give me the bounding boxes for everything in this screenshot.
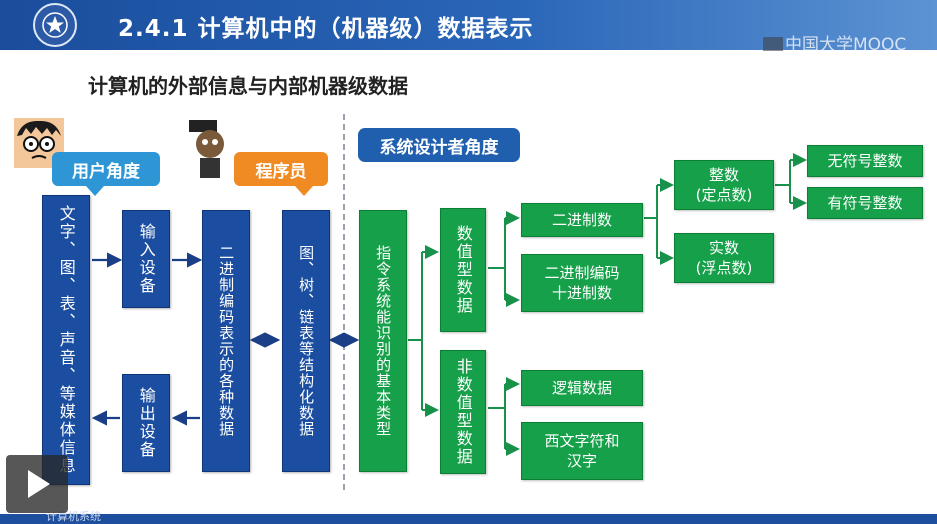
bottom-caption: 计算机系统: [46, 510, 101, 523]
header-bar: 2.4.1 计算机中的（机器级）数据表示 中国大学MOOC: [0, 0, 937, 55]
real-number-label-line2: (浮点数): [695, 259, 753, 277]
input-device-label: 输入设备: [136, 223, 156, 295]
programmer-avatar-icon: [186, 118, 234, 180]
watermark-text: 中国大学MOOC: [785, 35, 907, 55]
integer-label-line1: 整数: [708, 165, 739, 184]
non-numeric-data-box: 非数值型数据: [440, 350, 486, 474]
programmer-perspective-tag: 程序员: [234, 152, 328, 186]
non-numeric-data-label: 非数值型数据: [453, 358, 473, 466]
integer-box: 整数 (定点数): [674, 160, 774, 210]
mooc-logo-icon: [763, 37, 783, 51]
numeric-data-label: 数值型数据: [453, 225, 473, 315]
instruction-types-label: 指令系统能识别的基本类型: [374, 245, 393, 437]
structured-data-box: 图、树、链表等结构化数据: [282, 210, 330, 472]
logic-data-box: 逻辑数据: [521, 370, 643, 406]
signed-integer-box: 有符号整数: [807, 187, 923, 219]
characters-box: 西文字符和 汉字: [521, 422, 643, 480]
signed-integer-label: 有符号整数: [827, 193, 903, 212]
unsigned-integer-box: 无符号整数: [807, 145, 923, 177]
integer-label-line2: (定点数): [695, 186, 753, 204]
binary-encoding-label: 二进制编码表示的各种数据: [217, 245, 236, 437]
real-number-box: 实数 (浮点数): [674, 233, 774, 283]
bcd-label-line2: 十进制数: [551, 284, 612, 302]
structured-data-label: 图、树、链表等结构化数据: [297, 245, 316, 437]
play-icon[interactable]: [6, 455, 68, 513]
characters-label-line1: 西文字符和: [544, 431, 620, 450]
output-device-label: 输出设备: [136, 387, 156, 459]
numeric-data-box: 数值型数据: [440, 208, 486, 332]
slide-title: 2.4.1 计算机中的（机器级）数据表示: [118, 16, 534, 42]
input-device-box: 输入设备: [122, 210, 170, 308]
user-perspective-tag: 用户角度: [52, 152, 160, 186]
designer-perspective-tag: 系统设计者角度: [358, 128, 520, 162]
binary-encoding-box: 二进制编码表示的各种数据: [202, 210, 250, 472]
bottom-bar: [0, 514, 937, 524]
user-tag-pointer: [86, 186, 104, 196]
mooc-watermark: 中国大学MOOC: [763, 30, 906, 55]
bcd-label-line1: 二进制编码: [544, 263, 620, 282]
external-media-box: 文字、图、表、声音、等媒体信息: [42, 195, 90, 485]
logic-data-label: 逻辑数据: [551, 378, 612, 397]
programmer-tag-pointer: [295, 186, 313, 196]
binary-number-box: 二进制数: [521, 203, 643, 237]
binary-number-label: 二进制数: [551, 210, 612, 229]
real-number-label-line1: 实数: [708, 238, 739, 257]
university-logo-icon: [33, 3, 77, 47]
bcd-box: 二进制编码 十进制数: [521, 254, 643, 312]
instruction-types-box: 指令系统能识别的基本类型: [359, 210, 407, 472]
slide-subtitle: 计算机的外部信息与内部机器级数据: [88, 74, 408, 98]
unsigned-integer-label: 无符号整数: [827, 151, 903, 170]
characters-label-line2: 汉字: [566, 452, 597, 470]
section-divider: [343, 114, 345, 490]
external-media-label: 文字、图、表、声音、等媒体信息: [56, 205, 76, 475]
output-device-box: 输出设备: [122, 374, 170, 472]
